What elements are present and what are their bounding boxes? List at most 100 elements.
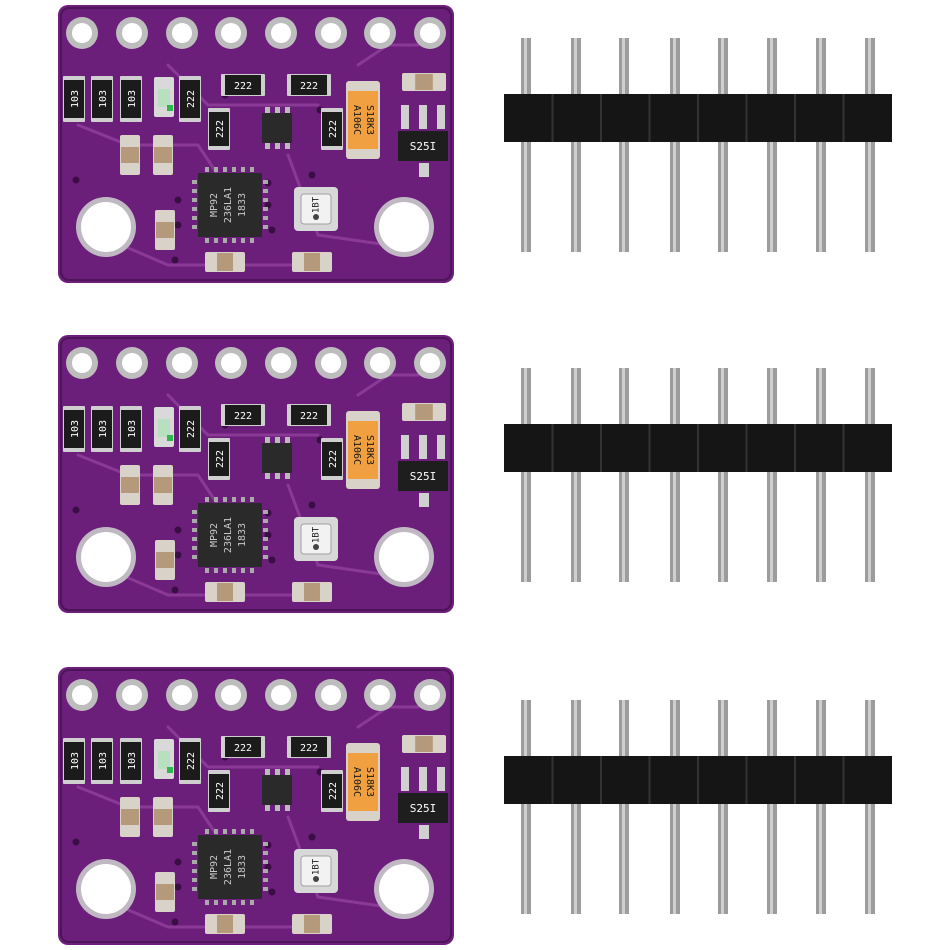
header-pin-highlight (574, 38, 577, 252)
smd-resistor: 103 (120, 406, 142, 452)
sot-lead (275, 805, 280, 811)
imu-lead (192, 510, 197, 514)
header-pin-highlight (673, 700, 676, 914)
via (308, 833, 316, 841)
regulator-lead (419, 105, 427, 129)
sot-chip (262, 769, 292, 811)
smd-capacitor (153, 797, 173, 837)
voltage-regulator: S25I (398, 767, 448, 839)
header-hole (221, 353, 241, 373)
via (174, 551, 182, 559)
regulator-label: S25I (410, 470, 437, 483)
imu-lead (232, 568, 236, 573)
trace (286, 815, 390, 909)
tantalum-code: S18K3 (364, 105, 375, 135)
imu-lead (214, 568, 218, 573)
mounting-hole (379, 202, 429, 252)
imu-lead (232, 900, 236, 905)
imu-lead (263, 887, 268, 891)
sot-body (262, 113, 292, 143)
via (72, 838, 80, 846)
header-pin-highlight (721, 368, 724, 582)
regulator-lead (419, 825, 429, 839)
smd-capacitor (292, 252, 332, 272)
imu-lead (263, 207, 268, 211)
tantalum-label: A106C (351, 105, 362, 135)
imu-lead (241, 167, 245, 172)
mounting-hole (81, 532, 131, 582)
capacitor-body (415, 736, 433, 752)
trace (286, 483, 390, 577)
resistor-body (291, 737, 327, 757)
resistor-body (121, 80, 141, 118)
smd-resistor: 222 (221, 736, 265, 758)
status-led (154, 77, 174, 117)
imu-marking: 236LA1 (223, 849, 234, 885)
imu-lead (250, 900, 254, 905)
imu-lead (241, 497, 245, 502)
sot-lead (275, 473, 280, 479)
sot-lead (285, 769, 290, 775)
header-hole (122, 685, 142, 705)
header-hole (72, 685, 92, 705)
pressure-sensor-lid (300, 523, 332, 555)
imu-marking: 1833 (237, 523, 248, 547)
imu-lead (223, 900, 227, 905)
capacitor-body (304, 253, 320, 271)
imu-lead (263, 198, 268, 202)
resistor-label: 222 (234, 411, 252, 422)
via (308, 171, 316, 179)
resistor-label: 103 (98, 752, 109, 770)
capacitor-body (304, 583, 320, 601)
header-hole (321, 353, 341, 373)
led-lens (158, 89, 170, 107)
header-hole (271, 353, 291, 373)
resistor-label: 222 (215, 120, 226, 138)
smd-capacitor (205, 252, 245, 272)
imu-lead (192, 842, 197, 846)
header-pin-highlight (868, 38, 871, 252)
sot-lead (265, 805, 270, 811)
header-hole (172, 353, 192, 373)
header-pin-highlight (868, 368, 871, 582)
imu-lead (192, 555, 197, 559)
imu-lead (263, 860, 268, 864)
imu-lead (250, 568, 254, 573)
header-hole (321, 23, 341, 43)
smd-capacitor (205, 914, 245, 934)
imu-lead (241, 829, 245, 834)
resistor-label: 222 (234, 81, 252, 92)
header-pin-highlight (770, 700, 773, 914)
smd-resistor: 103 (63, 76, 85, 122)
regulator-lead (401, 435, 409, 459)
imu-marking: MP92 (209, 193, 220, 217)
header-hole (172, 685, 192, 705)
imu-lead (241, 238, 245, 243)
resistor-body (180, 742, 200, 780)
resistor-body (121, 410, 141, 448)
resistor-body (225, 75, 261, 95)
mounting-hole (379, 864, 429, 914)
via (171, 918, 179, 926)
imu-lead (192, 225, 197, 229)
resistor-body (92, 742, 112, 780)
imu-lead (205, 568, 209, 573)
header-hole (321, 685, 341, 705)
sot-lead (265, 473, 270, 479)
imu-marking: MP92 (209, 523, 220, 547)
smd-capacitor (292, 914, 332, 934)
regulator-body (398, 131, 448, 161)
header-hole (420, 23, 440, 43)
status-led (154, 407, 174, 447)
via (171, 256, 179, 264)
smd-resistor: 103 (63, 738, 85, 784)
resistor-label: 103 (127, 752, 138, 770)
pcb-edge (60, 669, 452, 943)
voltage-regulator: S25I (398, 435, 448, 507)
